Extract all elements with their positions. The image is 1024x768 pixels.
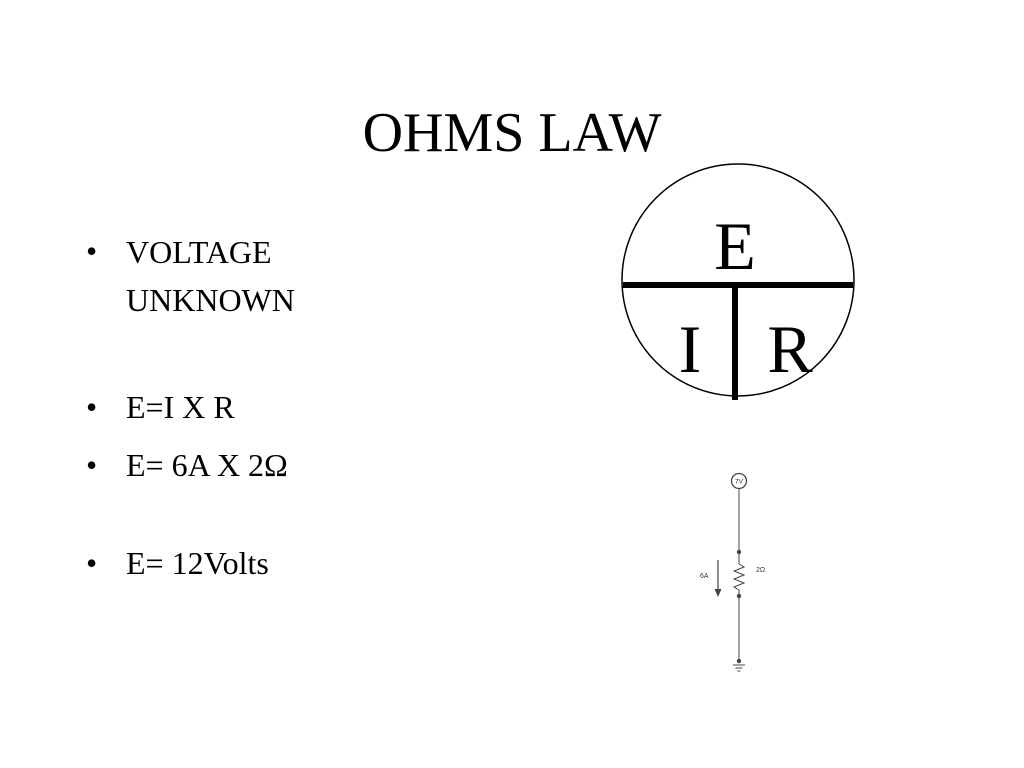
bullet-item-substitution: • E= 6A X 2Ω	[86, 442, 506, 488]
resistor-symbol	[732, 563, 746, 591]
circuit-diagram: 7V 6A 2Ω	[700, 472, 765, 672]
triangle-label-r: R	[767, 311, 813, 387]
bullet-text: E=I X R	[126, 389, 235, 425]
current-arrow-head	[714, 589, 722, 597]
ohms-law-circle-diagram: E I R	[621, 163, 855, 400]
bullet-item-result: • E= 12Volts	[86, 540, 506, 586]
bullet-dot: •	[86, 233, 98, 269]
bullet-list: • VOLTAGE UNKNOWN • E=I X R • E= 6A X 2Ω…	[86, 228, 506, 586]
resistance-label: 2Ω	[756, 567, 765, 574]
bullet-text: E= 12Volts	[126, 545, 269, 581]
current-label: 6A	[700, 573, 709, 580]
bullet-dot: •	[86, 545, 98, 581]
voltage-source-label: 7V	[735, 479, 744, 486]
slide-title: OHMS LAW	[362, 102, 662, 164]
bullet-text: VOLTAGE UNKNOWN	[126, 234, 295, 318]
bullet-item-formula: • E=I X R	[86, 384, 506, 430]
bullet-item-voltage-unknown: • VOLTAGE UNKNOWN	[86, 228, 506, 324]
triangle-label-i: I	[679, 311, 702, 387]
triangle-label-e: E	[714, 208, 756, 284]
node-dot	[736, 658, 742, 664]
bullet-dot: •	[86, 389, 98, 425]
bullet-text: E= 6A X 2Ω	[126, 447, 288, 483]
bullet-dot: •	[86, 447, 98, 483]
